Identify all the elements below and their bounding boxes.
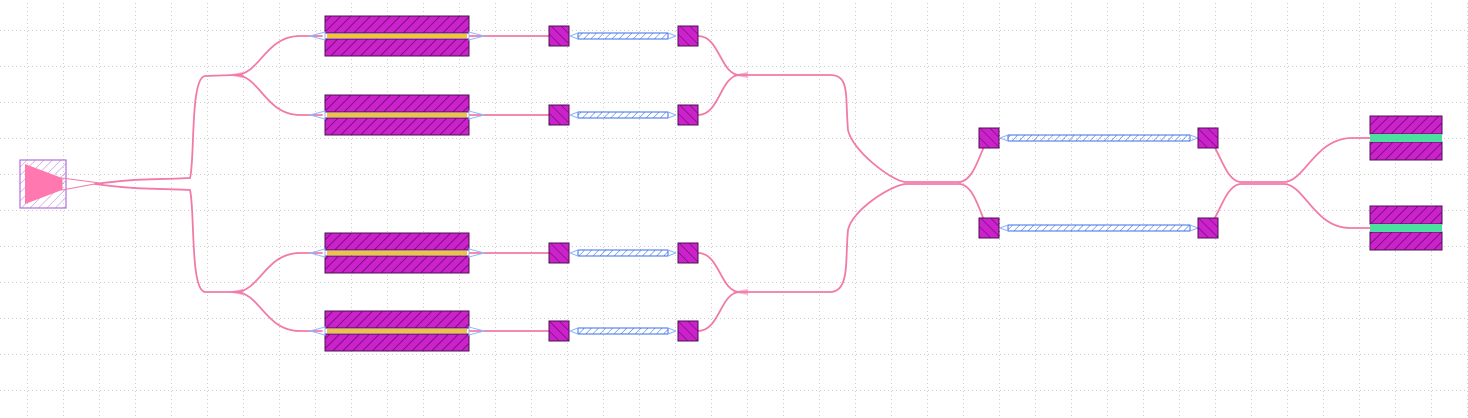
electrode-taper-left [569, 111, 579, 119]
heater-taper-right [468, 248, 486, 258]
heater-icon [308, 232, 486, 274]
electrode-trace [577, 32, 669, 40]
detector-hatch-top [1370, 116, 1442, 134]
heater-taper-left [308, 248, 326, 258]
electrode-taper-left [569, 327, 579, 335]
heater-hatch-bottom [325, 334, 469, 351]
waveguide-input-lower [94, 183, 236, 293]
heater-core [327, 113, 467, 117]
pad-hatch [1198, 128, 1218, 148]
heater-icon [308, 310, 486, 352]
heater-hatch-bottom [325, 118, 469, 135]
electrode-trace-group [548, 320, 699, 342]
electrode-trace [577, 249, 669, 257]
detector-hatch-bottom [1370, 142, 1442, 160]
heater-hatch-top [325, 95, 469, 112]
detector-absorber [1370, 134, 1442, 142]
heater-taper-right [468, 31, 486, 41]
electrode-trace [577, 111, 669, 119]
photodetector-icon [1369, 115, 1443, 161]
heater-core [327, 329, 467, 333]
heater-taper-left [308, 326, 326, 336]
y-splitter-icon [732, 289, 748, 295]
electrode-taper-left [999, 134, 1009, 142]
y-splitter-icon [227, 72, 243, 78]
heater-taper-left [308, 110, 326, 120]
heater-icon [308, 94, 486, 136]
electrode-taper-right [667, 32, 677, 40]
heater-hatch-top [325, 233, 469, 250]
electrode-taper-left [569, 32, 579, 40]
electrode-taper-right [1189, 224, 1199, 232]
waveguide-arm-out [697, 252, 741, 293]
grating-coupler-transition [61, 177, 101, 191]
electrode-taper-right [667, 249, 677, 257]
waveguide-network [94, 35, 1371, 332]
electrode-trace-group [978, 217, 1219, 239]
photodetector-icon [1369, 205, 1443, 251]
pad-hatch [979, 128, 999, 148]
heater-taper-right [468, 110, 486, 120]
waveguide-input-upper [94, 74, 236, 185]
electrode-trace [577, 327, 669, 335]
heater-taper-right [468, 326, 486, 336]
pad-hatch [549, 243, 569, 263]
electrode-taper-right [667, 327, 677, 335]
pad-hatch [678, 105, 698, 125]
detector-hatch-bottom [1370, 232, 1442, 250]
pad-hatch [549, 321, 569, 341]
electrode-taper-right [667, 111, 677, 119]
heater-core [327, 251, 467, 255]
waveguide-output-lower [1207, 183, 1371, 229]
electrode-trace-group [548, 25, 699, 47]
waveguide-arm-out [697, 291, 741, 332]
waveguide-arm-out [697, 74, 741, 116]
pad-hatch [678, 321, 698, 341]
electrode-trace-group [548, 104, 699, 126]
pad-hatch [1198, 218, 1218, 238]
heater-hatch-bottom [325, 256, 469, 273]
heater-icon [308, 15, 486, 57]
electrode-trace-group [978, 127, 1219, 149]
pad-hatch [549, 26, 569, 46]
y-splitter-icon [732, 72, 748, 78]
electrode-taper-right [1189, 134, 1199, 142]
electrode-taper-left [999, 224, 1009, 232]
heater-core [327, 34, 467, 38]
pad-hatch [678, 26, 698, 46]
electrode-group [548, 25, 1219, 342]
pad-hatch [549, 105, 569, 125]
grating-coupler-icon [19, 159, 101, 209]
waveguide-combiner-upper [739, 74, 961, 183]
grating-coupler-taper [25, 164, 62, 204]
heater-hatch-top [325, 311, 469, 328]
heater-hatch-top [325, 16, 469, 33]
y-splitter-icon [227, 289, 243, 295]
heater-taper-left [308, 31, 326, 41]
phase-shifter-group [308, 15, 486, 352]
waveguide-output-upper [1207, 137, 1371, 183]
detector-absorber [1370, 224, 1442, 232]
pad-hatch [979, 218, 999, 238]
waveguide-arm-in [234, 74, 323, 116]
electrode-trace [1007, 134, 1191, 142]
photodetector-group [1369, 115, 1443, 251]
waveguide-arm-out [697, 35, 741, 76]
waveguide-combiner-lower [739, 183, 961, 293]
detector-hatch-top [1370, 206, 1442, 224]
electrode-trace-group [548, 242, 699, 264]
electrode-taper-left [569, 249, 579, 257]
electrode-trace [1007, 224, 1191, 232]
heater-hatch-bottom [325, 39, 469, 56]
pad-hatch [678, 243, 698, 263]
